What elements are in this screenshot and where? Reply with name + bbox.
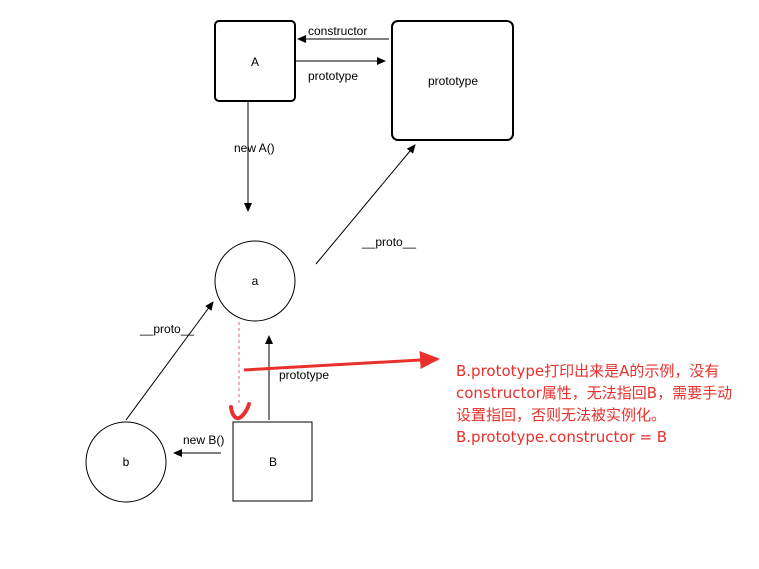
edge-proto-b: __proto__ [125, 301, 214, 421]
node-b-circle-label: b [123, 455, 130, 469]
edge-new-a: new A() [234, 102, 275, 212]
annotation-note-line: B.prototype打印出来是A的示例，没有 [456, 362, 720, 380]
node-b-label: B [269, 455, 277, 469]
check-mark-icon [229, 402, 251, 421]
annotation-note-line: constructor属性，无法指回B，需要手动 [456, 384, 733, 402]
node-b-box: B [232, 421, 313, 502]
annotation-note: B.prototype打印出来是A的示例，没有 constructor属性，无法… [456, 360, 756, 448]
node-a-circle: a [214, 240, 296, 322]
edge-prototype-a-label: prototype [308, 69, 358, 83]
edge-constructor: constructor [297, 24, 389, 43]
edge-prototype-b: prototype [265, 335, 329, 420]
annotation-arrow [243, 351, 440, 372]
dashed-constructor-link [229, 322, 251, 421]
node-a-label: A [251, 55, 259, 69]
edge-proto-a: __proto__ [315, 144, 416, 265]
annotation-note-line: 设置指回，否则无法被实例化。 [456, 406, 667, 424]
edge-new-b-label: new B() [183, 433, 224, 447]
annotation-note-line: B.prototype.constructor = B [456, 428, 668, 446]
edge-new-a-label: new A() [234, 141, 275, 155]
edge-prototype-a: prototype [296, 57, 386, 83]
edge-proto-b-label: __proto__ [139, 322, 194, 336]
edge-prototype-b-label: prototype [279, 368, 329, 382]
edge-new-b: new B() [173, 433, 224, 457]
node-prototype-box: prototype [391, 20, 514, 141]
node-b-circle: b [85, 421, 167, 503]
node-prototype-label: prototype [428, 74, 478, 88]
edge-constructor-label: constructor [308, 24, 367, 38]
node-a-box: A [214, 20, 296, 102]
node-a-circle-label: a [252, 274, 259, 288]
edge-proto-a-label: __proto__ [361, 235, 416, 249]
